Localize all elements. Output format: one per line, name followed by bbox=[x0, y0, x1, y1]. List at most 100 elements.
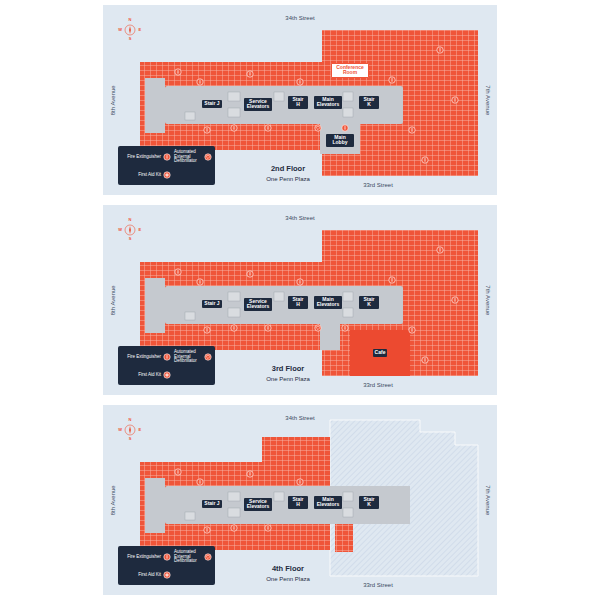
node-text: Main Elevators bbox=[316, 497, 340, 508]
building-name: One Penn Plaza bbox=[266, 176, 310, 183]
compass-letter: W bbox=[118, 428, 122, 432]
plan-use bbox=[315, 47, 458, 163]
avenue-name: 8th Avenue bbox=[110, 285, 117, 315]
fourth-floor-plan bbox=[118, 420, 478, 585]
compass-letter: E bbox=[138, 228, 141, 232]
plan-rect bbox=[103, 5, 497, 195]
node-text: Stair J bbox=[204, 101, 219, 107]
plan-rect bbox=[103, 205, 497, 395]
core-label-box: Stair K bbox=[359, 296, 379, 309]
plan-rect bbox=[320, 324, 340, 350]
node-text: Service Elevators bbox=[246, 299, 270, 310]
node-text: Stair K bbox=[361, 497, 377, 508]
legend-text: First Aid Kit bbox=[138, 573, 161, 578]
plan-use bbox=[175, 269, 303, 333]
legend-text: Fire Extinguisher bbox=[127, 355, 161, 360]
plan-use bbox=[315, 247, 458, 363]
plan-rect bbox=[103, 405, 497, 595]
plan-use bbox=[118, 346, 215, 385]
compass-letter: N bbox=[129, 418, 132, 422]
core-label-box: Cafe bbox=[373, 349, 388, 357]
avenue-name: 8th Avenue bbox=[110, 485, 117, 515]
core-label-box: Stair J bbox=[202, 300, 221, 308]
legend-text: Automated External Defibrillator bbox=[174, 350, 201, 365]
compass-letter: E bbox=[138, 28, 141, 32]
core-label-box: Main Elevators bbox=[314, 296, 342, 309]
floor-title: 4th Floor bbox=[272, 565, 304, 573]
plan-rect bbox=[350, 330, 410, 376]
plan-use bbox=[125, 425, 135, 435]
avenue-name: 7th Avenue bbox=[485, 85, 492, 115]
street-name: 33rd Street bbox=[363, 582, 393, 589]
core-label-box: Stair J bbox=[202, 100, 221, 108]
floor-title: 2nd Floor bbox=[271, 165, 305, 173]
avenue-name: 8th Avenue bbox=[110, 85, 117, 115]
node-text: Stair H bbox=[290, 297, 306, 308]
plan-use bbox=[145, 78, 403, 133]
compass-letter: N bbox=[129, 18, 132, 22]
core-label-box: Stair H bbox=[288, 496, 308, 509]
floor-title: 3rd Floor bbox=[272, 365, 305, 373]
plan-use bbox=[145, 278, 403, 333]
plan-use bbox=[175, 469, 303, 533]
core-label-box: Stair H bbox=[288, 296, 308, 309]
plan-use bbox=[125, 25, 135, 35]
node-text: Stair K bbox=[361, 97, 377, 108]
node-text: Main Elevators bbox=[316, 97, 340, 108]
compass-letter: S bbox=[129, 37, 132, 41]
avenue-name: 7th Avenue bbox=[485, 285, 492, 315]
compass-letter: W bbox=[118, 28, 122, 32]
street-name: 34th Street bbox=[285, 415, 314, 422]
node-text: Stair H bbox=[290, 97, 306, 108]
plan-use bbox=[118, 546, 215, 585]
street-name: 33rd Street bbox=[363, 182, 393, 189]
node-text: Service Elevators bbox=[246, 99, 270, 110]
compass-letter: W bbox=[118, 228, 122, 232]
core-label-box: Service Elevators bbox=[244, 98, 272, 111]
panel-grounds bbox=[103, 5, 497, 595]
core-label-box: Main Elevators bbox=[314, 496, 342, 509]
legend-text: First Aid Kit bbox=[138, 173, 161, 178]
core-label-box: Service Elevators bbox=[244, 498, 272, 511]
compass-letter: N bbox=[129, 218, 132, 222]
third-floor-plan bbox=[118, 225, 478, 385]
plan-rect bbox=[335, 524, 353, 552]
plan-rect bbox=[320, 124, 360, 154]
node-text: Service Elevators bbox=[246, 499, 270, 510]
street-name: 33rd Street bbox=[363, 382, 393, 389]
core-label-box: Service Elevators bbox=[244, 298, 272, 311]
avenue-name: 7th Avenue bbox=[485, 485, 492, 515]
compass-letter: S bbox=[129, 237, 132, 241]
street-name: 34th Street bbox=[285, 15, 314, 22]
room-label-box: Conference Room bbox=[331, 63, 369, 78]
plan-use bbox=[175, 69, 303, 133]
building-name: One Penn Plaza bbox=[266, 376, 310, 383]
plan-use bbox=[145, 478, 403, 533]
node-text: Stair J bbox=[204, 501, 219, 507]
node-text: Conference Room bbox=[334, 65, 366, 76]
core-label-box: Main Lobby bbox=[326, 134, 354, 147]
node-text: Main Elevators bbox=[316, 297, 340, 308]
node-text: Stair J bbox=[204, 301, 219, 307]
plan-use bbox=[118, 146, 215, 185]
core-label-box: Stair K bbox=[359, 96, 379, 109]
legend-text: Fire Extinguisher bbox=[127, 155, 161, 160]
building-name: One Penn Plaza bbox=[266, 576, 310, 583]
node-text: Stair H bbox=[290, 497, 306, 508]
core-label-box: Stair H bbox=[288, 96, 308, 109]
node-text: Stair K bbox=[361, 297, 377, 308]
core-label-box: Main Elevators bbox=[314, 96, 342, 109]
node-text: Main Lobby bbox=[328, 135, 352, 146]
legend-text: Fire Extinguisher bbox=[127, 555, 161, 560]
street-name: 34th Street bbox=[285, 215, 314, 222]
legend-text: Automated External Defibrillator bbox=[174, 150, 201, 165]
second-floor-plan bbox=[118, 25, 478, 185]
node-text: Cafe bbox=[375, 350, 386, 356]
compass-letter: S bbox=[129, 437, 132, 441]
plan-rect bbox=[400, 486, 410, 524]
legend-text: First Aid Kit bbox=[138, 373, 161, 378]
core-label-box: Stair K bbox=[359, 496, 379, 509]
legend-text: Automated External Defibrillator bbox=[174, 550, 201, 565]
plan-use bbox=[125, 225, 135, 235]
